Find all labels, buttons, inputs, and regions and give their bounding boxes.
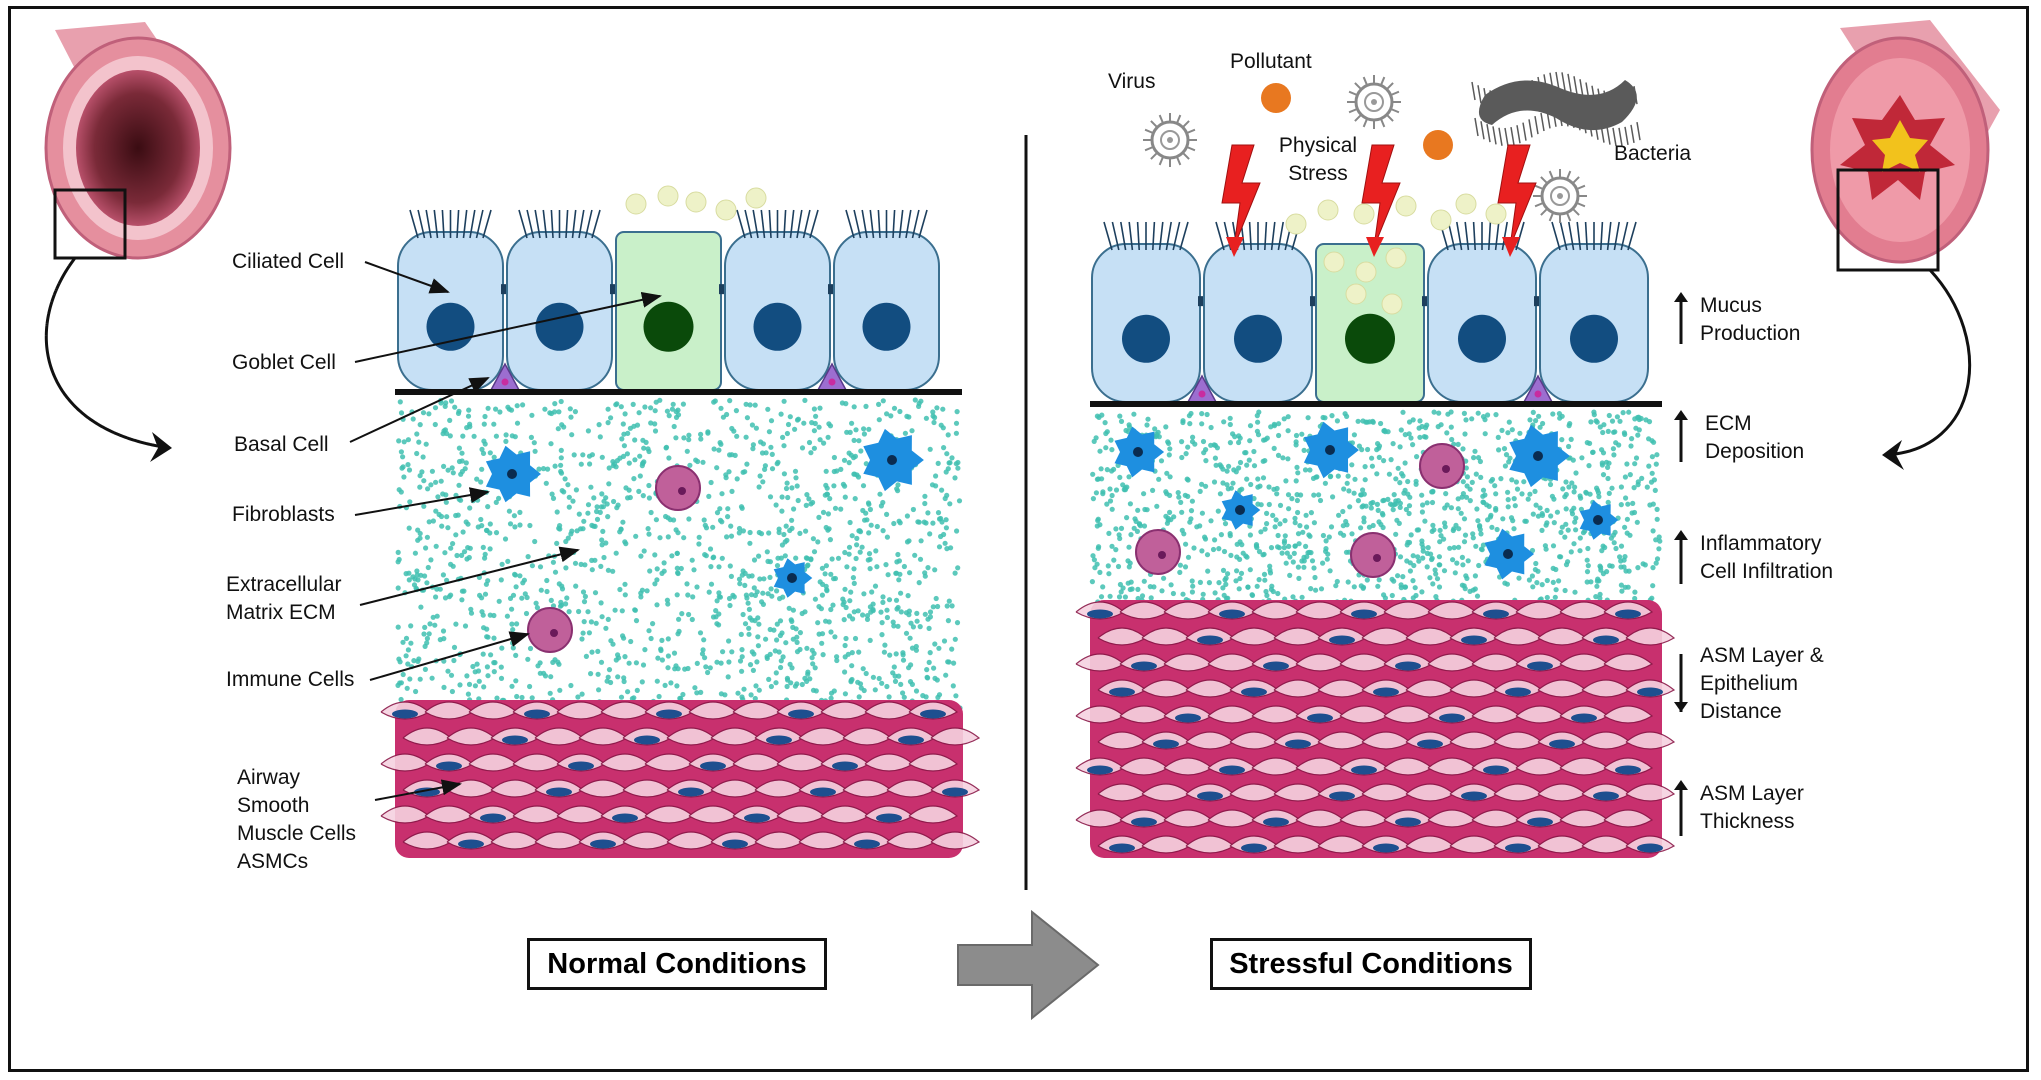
label-mucus-production: Mucus Production [1700, 294, 1801, 345]
nucleus [535, 302, 584, 351]
goblet-nucleus [643, 301, 694, 352]
zoom-box [1836, 168, 1940, 272]
immune-cell [1419, 443, 1465, 489]
nucleus [1570, 314, 1618, 363]
stressful-conditions-box: Stressful Conditions [1210, 938, 1532, 990]
inflammatory-cells [485, 421, 1619, 653]
mucus-droplet [1345, 283, 1367, 305]
mucus-droplet [685, 191, 707, 213]
immune-cell [655, 465, 701, 511]
mucus-droplet [1381, 293, 1403, 315]
airway-normal-icon [44, 22, 232, 260]
label-goblet-cell: Goblet Cell [232, 351, 336, 374]
mucus-droplet [1353, 203, 1375, 225]
label-pollutant: Pollutant [1230, 50, 1312, 73]
stress-bolt-icon [1497, 144, 1537, 248]
label-asmc: Airway Smooth Muscle Cells ASMCs [237, 766, 357, 873]
label-ecm: Extracellular Matrix ECM [226, 573, 342, 624]
label-basal-cell: Basal Cell [234, 433, 329, 456]
label-physical-stress: Physical Stress [1278, 134, 1358, 185]
goblet-nucleus [1345, 313, 1395, 364]
nucleus [426, 302, 475, 351]
transition-arrow [957, 909, 1100, 1021]
nucleus [1234, 314, 1282, 363]
stressor-icons [1143, 71, 1641, 257]
normal-conditions-box: Normal Conditions [527, 938, 827, 990]
label-inflammatory-infiltration: Inflammatory Cell Infiltration [1700, 532, 1834, 583]
nucleus [1458, 314, 1506, 363]
mucus-droplet [745, 187, 767, 209]
zoom-arrow-right [1884, 268, 1972, 457]
nucleus [1122, 314, 1170, 363]
nucleus [753, 302, 802, 351]
label-ciliated-cell: Ciliated Cell [232, 250, 345, 273]
mucus-droplet [1285, 213, 1307, 235]
immune-cell [1135, 529, 1181, 575]
label-ecm-deposition: ECM Deposition [1705, 412, 1805, 463]
label-immune-cells: Immune Cells [226, 668, 355, 691]
label-virus: Virus [1108, 70, 1156, 93]
immune-cell [1350, 532, 1396, 578]
pollutant-icon [1423, 130, 1453, 160]
mucus-droplet [625, 193, 647, 215]
zoom-arrow-left [44, 257, 171, 450]
zoom-box [53, 188, 127, 260]
mucus-droplet [1455, 193, 1477, 215]
mucus-droplet [1355, 261, 1377, 283]
label-fibroblasts: Fibroblasts [232, 503, 335, 526]
nucleus [862, 302, 911, 351]
mucus-droplet [1395, 195, 1417, 217]
ecm-dots-normal [395, 397, 963, 713]
mucus-droplet [1430, 209, 1452, 231]
immune-cell [527, 607, 573, 653]
label-asm-epithelium-distance: ASM Layer & Epithelium Distance [1700, 644, 1824, 723]
label-asm-thickness: ASM Layer Thickness [1700, 782, 1804, 833]
epithelium-stressed [1091, 193, 1649, 403]
label-bacteria: Bacteria [1614, 142, 1692, 165]
mucus-droplet [1317, 199, 1339, 221]
mucus-droplet [715, 199, 737, 221]
mucus-droplet [1323, 251, 1345, 273]
epithelium-normal [397, 185, 940, 391]
stress-bolt-icon [1221, 144, 1261, 248]
mucus-droplet [1485, 203, 1507, 225]
change-arrows [1674, 292, 1688, 836]
stress-bolt-icon [1361, 144, 1401, 248]
mucus-droplet [657, 185, 679, 207]
asm-layer-normal [380, 700, 981, 858]
pollutant-icon [1261, 83, 1291, 113]
figure-frame [8, 6, 2029, 1072]
bacteria-icon [1478, 80, 1637, 131]
airway-stressed-icon [1810, 20, 2000, 272]
mucus-droplet [1385, 247, 1407, 269]
label-pointers [349, 261, 662, 801]
ecm-dots-stressed [1089, 409, 1663, 615]
asm-layer-stressed [1075, 600, 1676, 858]
